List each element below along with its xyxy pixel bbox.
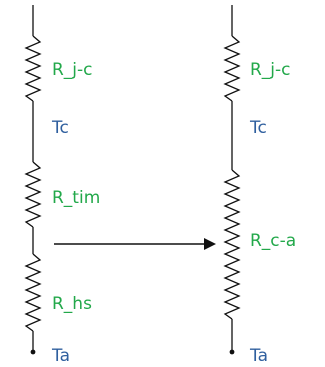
left-resistor-label-2: R_tim [52, 188, 100, 208]
left-resistor-2 [24, 161, 42, 228]
left-temperature-label-2: Ta [51, 346, 70, 366]
left-resistor-1 [24, 35, 42, 102]
right-resistor-2 [223, 169, 241, 320]
right-resistor-label-1: R_j-c [250, 60, 291, 80]
right-resistor-1 [223, 35, 241, 102]
left-temperature-label-1: Tc [51, 118, 69, 138]
right-temperature-label-2: Ta [249, 346, 268, 366]
left-resistor-label-1: R_j-c [52, 60, 93, 80]
left-resistor-label-3: R_hs [52, 294, 92, 314]
right-resistor-label-2: R_c-a [250, 231, 296, 251]
left-resistor-3 [24, 253, 42, 332]
right-chain: R_j-c Tc R_c-a Ta [223, 5, 296, 366]
left-terminal-dot [30, 349, 36, 355]
left-chain: R_j-c Tc R_tim R_hs Ta [24, 5, 100, 366]
right-arrow-icon [54, 238, 216, 250]
right-temperature-label-1: Tc [249, 118, 267, 138]
right-terminal-dot [229, 349, 235, 355]
